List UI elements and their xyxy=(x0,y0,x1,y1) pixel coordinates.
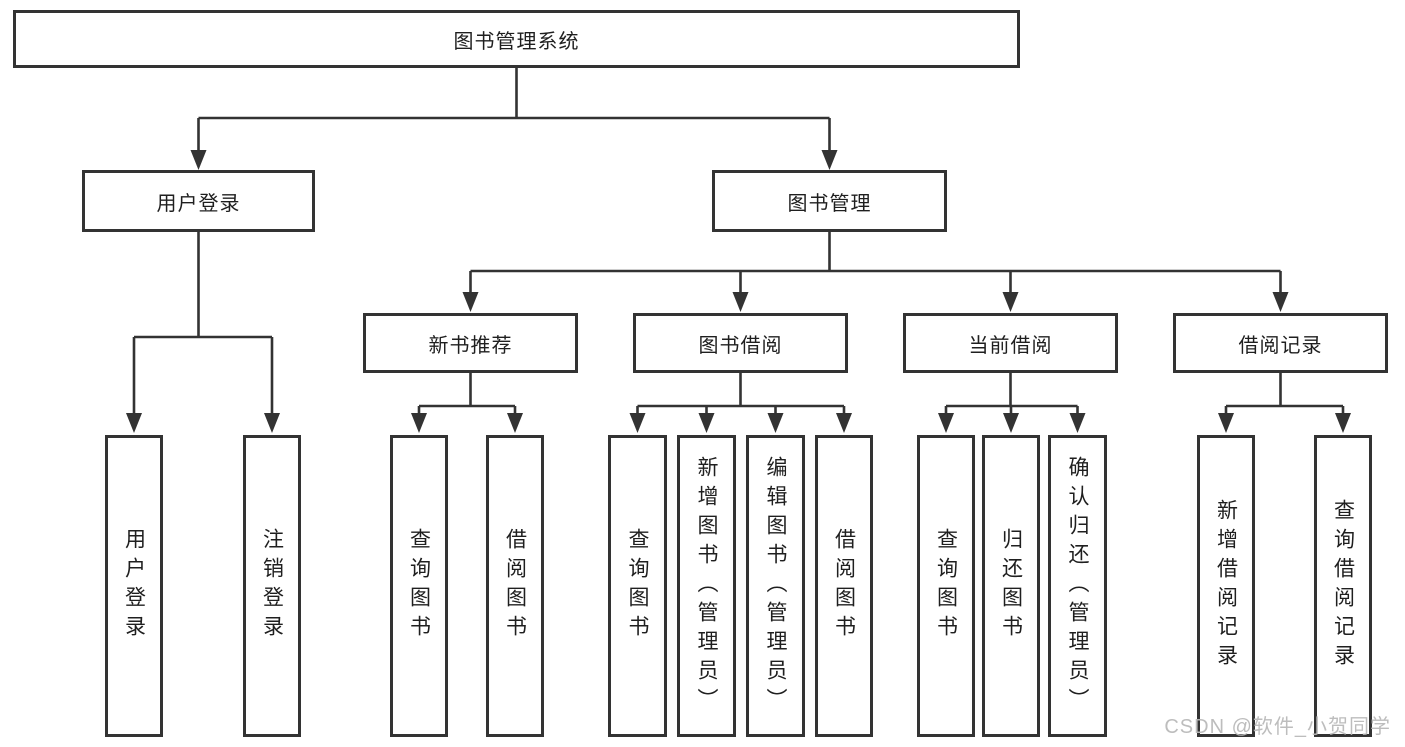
leaf-query-books-recommend-label: 查询图书 xyxy=(407,528,431,644)
arrow-icon xyxy=(411,413,427,433)
node-root: 图书管理系统 xyxy=(13,10,1020,68)
arrow-icon xyxy=(507,413,523,433)
arrow-icon xyxy=(1003,413,1019,433)
leaf-confirm-return-admin-label: 确认归还（管理员） xyxy=(1066,455,1089,717)
leaf-borrow-books-recommend: 借阅图书 xyxy=(486,435,544,737)
node-root-label: 图书管理系统 xyxy=(453,30,580,53)
node-current-borrowing: 当前借阅 xyxy=(903,313,1118,373)
leaf-query-books-borrowing-label: 查询图书 xyxy=(626,528,649,644)
leaf-logout: 注销登录 xyxy=(243,435,301,737)
arrow-icon xyxy=(821,150,838,170)
leaf-borrow-books-borrowing-label: 借阅图书 xyxy=(832,528,856,644)
leaf-query-books-current: 查询图书 xyxy=(917,435,975,737)
arrowheads xyxy=(126,150,1351,433)
leaf-query-books-current-label: 查询图书 xyxy=(934,528,958,644)
arrow-icon xyxy=(462,292,479,312)
leaf-query-borrow-record-label: 查询借阅记录 xyxy=(1331,499,1355,673)
leaf-borrow-books-borrowing: 借阅图书 xyxy=(815,435,873,737)
leaf-query-borrow-record: 查询借阅记录 xyxy=(1314,435,1372,737)
node-book-management-label: 图书管理 xyxy=(787,192,872,215)
node-book-management: 图书管理 xyxy=(712,170,947,232)
connector-current-borrowing xyxy=(944,373,1079,415)
leaf-logout-label: 注销登录 xyxy=(260,528,284,644)
leaf-add-borrow-record-label: 新增借阅记录 xyxy=(1214,499,1238,673)
arrow-icon xyxy=(938,413,954,433)
arrow-icon xyxy=(732,292,749,312)
connector-user-login xyxy=(132,232,274,415)
node-borrowing-records-label: 借阅记录 xyxy=(1238,334,1323,357)
arrow-icon xyxy=(1069,413,1086,433)
connector-new-book-recommend xyxy=(417,373,517,415)
node-new-book-recommend-label: 新书推荐 xyxy=(428,334,513,357)
leaf-add-borrow-record: 新增借阅记录 xyxy=(1197,435,1255,737)
node-current-borrowing-label: 当前借阅 xyxy=(968,334,1053,357)
leaf-add-books-admin: 新增图书（管理员） xyxy=(677,435,736,737)
node-book-borrowing-label: 图书借阅 xyxy=(698,334,783,357)
arrow-icon xyxy=(1272,292,1289,312)
leaf-return-books: 归还图书 xyxy=(982,435,1040,737)
arrow-icon xyxy=(1002,292,1019,312)
leaf-add-books-admin-label: 新增图书（管理员） xyxy=(695,455,718,717)
arrow-icon xyxy=(629,413,646,433)
node-borrowing-records: 借阅记录 xyxy=(1173,313,1388,373)
leaf-user-login-label: 用户登录 xyxy=(122,528,146,644)
arrow-icon xyxy=(836,413,852,433)
node-book-borrowing: 图书借阅 xyxy=(633,313,848,373)
leaf-return-books-label: 归还图书 xyxy=(999,528,1023,644)
node-user-login: 用户登录 xyxy=(82,170,315,232)
leaf-confirm-return-admin: 确认归还（管理员） xyxy=(1048,435,1107,737)
csdn-watermark: CSDN @软件_小贺同学 xyxy=(1164,716,1391,738)
connector-book-management xyxy=(469,232,1282,294)
arrow-icon xyxy=(190,150,207,170)
node-user-login-label: 用户登录 xyxy=(156,192,241,215)
arrow-icon xyxy=(698,413,715,433)
arrow-icon xyxy=(767,413,784,433)
arrow-icon xyxy=(1335,413,1351,433)
arrow-icon xyxy=(264,413,280,433)
arrow-icon xyxy=(126,413,142,433)
connector-book-borrowing xyxy=(636,373,846,415)
node-new-book-recommend: 新书推荐 xyxy=(363,313,578,373)
leaf-borrow-books-recommend-label: 借阅图书 xyxy=(503,528,527,644)
leaf-user-login: 用户登录 xyxy=(105,435,163,737)
leaf-edit-books-admin-label: 编辑图书（管理员） xyxy=(764,455,787,717)
arrow-icon xyxy=(1218,413,1234,433)
leaf-edit-books-admin: 编辑图书（管理员） xyxy=(746,435,805,737)
connector-borrowing-records xyxy=(1224,373,1345,415)
leaf-query-books-borrowing: 查询图书 xyxy=(608,435,667,737)
connector-root xyxy=(197,68,831,152)
leaf-query-books-recommend: 查询图书 xyxy=(390,435,448,737)
